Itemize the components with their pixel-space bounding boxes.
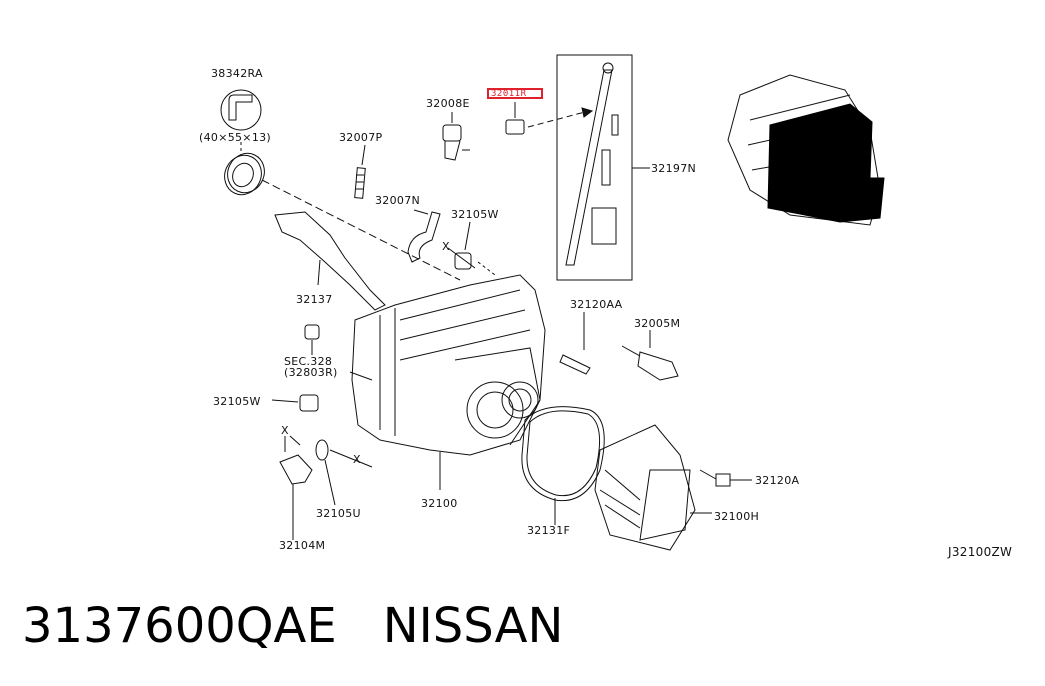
label-32105W-top: 32105W	[451, 208, 499, 221]
drain-plug-part	[279, 436, 313, 540]
plug-part	[304, 324, 320, 355]
breather-part	[442, 112, 470, 161]
label-32197N: 32197N	[651, 162, 697, 175]
sensor-part	[621, 330, 679, 381]
label-38342RA-size: (40×55×13)	[199, 131, 272, 144]
label-sec328: SEC.328	[284, 355, 333, 368]
label-32007P: 32007P	[339, 131, 383, 144]
oil-seal-part	[224, 152, 265, 196]
cap-part-top	[454, 221, 472, 270]
label-32105W-left: 32105W	[213, 395, 261, 408]
label-32120A: 32120A	[755, 474, 800, 487]
cap-part-left	[271, 394, 319, 412]
blackout-area	[767, 103, 885, 223]
cover-part	[594, 424, 712, 551]
pin-part	[354, 144, 366, 199]
brand-name: NISSAN	[382, 598, 564, 654]
highlighted-part-box: 32011R	[487, 88, 543, 99]
dipstick-box	[556, 54, 650, 281]
label-x-top: X	[442, 240, 450, 253]
label-sec328-sub: (32803R)	[284, 366, 338, 379]
part-number: 3137600QAE	[22, 598, 337, 654]
washer-part	[315, 439, 336, 506]
label-32100H: 32100H	[714, 510, 760, 523]
label-diagram-id: J32100ZW	[948, 545, 1013, 559]
label-32008E: 32008E	[426, 97, 470, 110]
bolt-part-right	[699, 469, 752, 487]
label-x-left: X	[281, 424, 289, 437]
seal-icon	[220, 89, 262, 131]
part-number-line: 3137600QAE NISSAN	[22, 596, 563, 656]
label-32100: 32100	[421, 497, 458, 510]
label-32131F: 32131F	[527, 524, 571, 537]
bracket-long	[274, 211, 386, 311]
gasket-part	[521, 406, 605, 525]
label-32137: 32137	[296, 293, 333, 306]
highlighted-part-label: 32011R	[491, 89, 527, 99]
label-32007N: 32007N	[375, 194, 421, 207]
parts-diagram	[220, 54, 885, 551]
tube-part	[407, 209, 441, 263]
label-38342RA: 38342RA	[211, 67, 263, 80]
label-x-right: X	[353, 453, 361, 466]
label-32105U: 32105U	[316, 507, 361, 520]
label-32104M: 32104M	[279, 539, 326, 552]
bolt-part	[559, 312, 591, 375]
label-32120AA: 32120AA	[570, 298, 623, 311]
label-32005M: 32005M	[634, 317, 681, 330]
bracket-part	[505, 102, 525, 135]
transmission-case	[351, 274, 546, 490]
